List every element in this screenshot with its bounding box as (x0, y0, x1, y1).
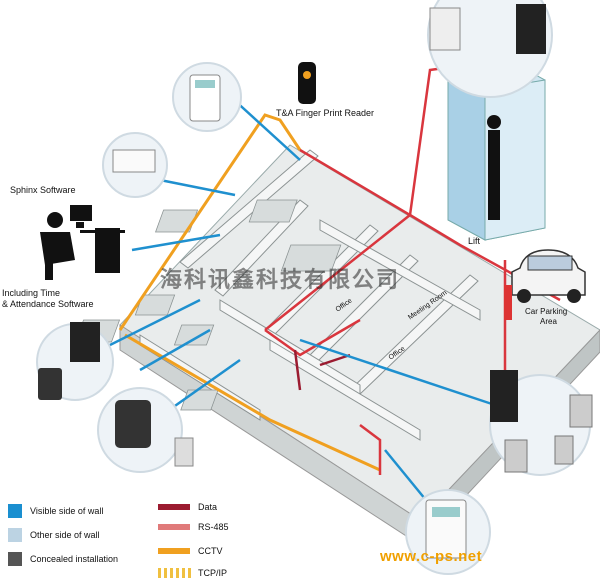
car-parking-label-1: Car Parking (525, 307, 568, 316)
legend-data: Data (198, 502, 218, 512)
car-parking-label-2: Area (540, 317, 557, 326)
device-circle-bottom-keypad (405, 489, 491, 575)
operator-workstation (40, 205, 125, 280)
fingerprint-reader-device (298, 62, 316, 104)
car (504, 249, 586, 320)
fingerprint-label: T&A Finger Print Reader (276, 108, 375, 118)
legend-visible: Visible side of wall (30, 506, 104, 516)
device-circle-controller (102, 132, 168, 198)
sphinx-label: Sphinx Software (10, 185, 76, 195)
rs485-cables (293, 349, 351, 391)
blue-cables (99, 97, 496, 506)
legend-tcpip: TCP/IP (198, 568, 228, 578)
device-circle-right-controller (489, 370, 593, 476)
legend-rs485: RS-485 (198, 522, 229, 532)
cctv-cable (118, 113, 302, 331)
time-attendance-label-1: Including Time (2, 288, 61, 298)
device-circle-lift-readers (427, 0, 553, 98)
device-circle-top-keypad (172, 62, 242, 132)
legend-concealed: Concealed installation (30, 554, 119, 564)
cctv-cable-front (124, 333, 381, 472)
legend-swatches (8, 504, 191, 578)
device-circle-left-reader (36, 322, 114, 401)
lift (447, 59, 546, 241)
chinese-watermark: 海科讯鑫科技有限公司 (160, 268, 401, 293)
device-circle-left-reader-2 (97, 387, 194, 473)
time-attendance-label-2: & Attendance Software (2, 299, 94, 309)
website-watermark: www.c-ps.net (380, 548, 483, 565)
legend-cctv: CCTV (198, 546, 223, 556)
legend-other: Other side of wall (30, 530, 100, 540)
lift-label: Lift (468, 236, 481, 246)
